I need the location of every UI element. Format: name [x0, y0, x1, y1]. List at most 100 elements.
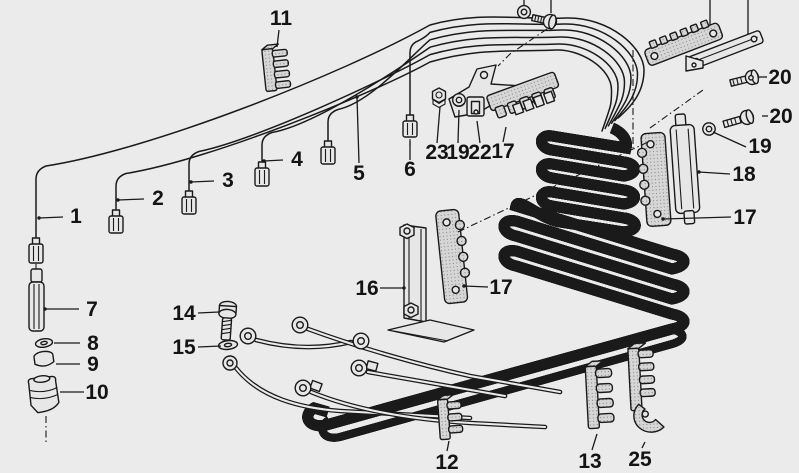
part-label-20[interactable]: 20: [768, 66, 791, 89]
leader-dot: [43, 307, 47, 311]
leader-line-15: [197, 345, 222, 348]
part-9-nut: [33, 350, 55, 367]
part-label-17[interactable]: 17: [733, 206, 756, 229]
pipe-union-nuts: [28, 114, 418, 264]
leader-dot: [355, 95, 359, 99]
union-nut-4: [254, 161, 270, 187]
leader-line-2: [117, 198, 145, 201]
rail-holder-assembly: [431, 64, 560, 119]
holder-18: [669, 113, 701, 225]
leader-line-12: [446, 440, 450, 452]
clamp-22: [466, 96, 485, 117]
part-label-22[interactable]: 22: [468, 141, 491, 164]
part-label-18[interactable]: 18: [732, 163, 756, 186]
right-mid-holder-set: [636, 89, 755, 228]
part-label-14[interactable]: 14: [172, 302, 196, 325]
part-label-5[interactable]: 5: [353, 162, 365, 185]
leader-line-18: [698, 171, 731, 175]
bolt-20b: [722, 109, 755, 129]
pipe-2: [115, 49, 613, 217]
leader-dot: [37, 216, 41, 220]
insulator-strip-top: [644, 19, 724, 66]
pipe-4: [261, 36, 626, 169]
insulator-17c: [435, 208, 471, 305]
part-label-15[interactable]: 15: [172, 336, 196, 359]
part-label-20[interactable]: 20: [769, 105, 792, 128]
pipe-6: [409, 22, 639, 122]
union-nut-3: [181, 190, 197, 215]
part-8-washer: [34, 337, 54, 349]
coil-serpentine: [308, 128, 690, 426]
bolt-20a: [729, 69, 760, 87]
part-label-17[interactable]: 17: [489, 276, 512, 299]
part-label-19[interactable]: 19: [748, 135, 771, 158]
nut-23: [431, 87, 447, 109]
top-fasteners: [497, 0, 558, 67]
leader-line-17: [463, 285, 489, 288]
leader-dot: [116, 198, 120, 202]
leader-line-14: [197, 311, 220, 314]
leader-line-17: [502, 126, 507, 143]
pipe-3: [188, 43, 619, 198]
part-label-1[interactable]: 1: [70, 205, 82, 228]
leader-line-13: [591, 433, 598, 451]
construction-line: [457, 141, 649, 233]
insulator-17b: [636, 131, 672, 228]
washer-19b: [702, 122, 716, 136]
union-nut-1: [28, 237, 44, 264]
leader-dot: [697, 170, 701, 174]
part-label-13[interactable]: 13: [578, 450, 601, 473]
part-label-7[interactable]: 7: [86, 298, 98, 321]
part-label-23[interactable]: 23: [425, 141, 448, 164]
washer-top: [516, 4, 532, 20]
leader-dot: [462, 284, 466, 288]
part-7-holder: [28, 268, 45, 332]
part-label-12[interactable]: 12: [435, 451, 458, 473]
part-label-25[interactable]: 25: [628, 448, 652, 471]
part-label-19[interactable]: 19: [446, 141, 469, 164]
top-right-holder-set: [632, 0, 764, 148]
clamp-25: [627, 342, 665, 433]
part-label-6[interactable]: 6: [404, 158, 416, 181]
part-label-8[interactable]: 8: [87, 332, 99, 355]
rail-metal-combs: [511, 90, 556, 116]
part-label-17[interactable]: 17: [491, 140, 514, 163]
leader-line-19: [457, 109, 460, 144]
leader-dot: [189, 180, 193, 184]
clamp-25-hook: [633, 403, 665, 433]
banjo-fitting: [222, 316, 379, 397]
union-nut-6: [402, 114, 418, 138]
part-label-9[interactable]: 9: [87, 353, 99, 376]
washer-15: [217, 339, 239, 351]
leader-dot: [262, 159, 266, 163]
washer-19a: [452, 92, 467, 107]
pipe-coil-block: [308, 128, 690, 438]
leader-line-25: [641, 441, 646, 449]
part-label-11[interactable]: 11: [270, 7, 293, 30]
leader-line-19: [712, 131, 747, 148]
part-label-16[interactable]: 16: [355, 277, 378, 300]
part-label-10[interactable]: 10: [85, 381, 108, 404]
part-label-2[interactable]: 2: [152, 187, 164, 210]
leader-line-11: [276, 29, 280, 48]
bolt-14: [218, 300, 238, 341]
leader-dot: [402, 286, 406, 290]
coil-exit-lines: [322, 329, 682, 438]
l-bracket-top: [685, 55, 704, 72]
pipe-1: [35, 16, 645, 245]
pipe-5: [327, 29, 632, 148]
part-label-3[interactable]: 3: [222, 169, 234, 192]
leader-line-5: [356, 96, 360, 164]
bolt-top: [531, 13, 558, 30]
leader-line-23: [436, 106, 441, 144]
part-label-4[interactable]: 4: [291, 148, 303, 171]
leader-dot: [661, 217, 665, 221]
clamp-11: [261, 43, 292, 93]
leader-line-4: [263, 159, 284, 162]
injection-pipes-bundle: [35, 16, 645, 245]
part-10-sleeve: [27, 375, 60, 414]
clamp-12: [436, 394, 464, 441]
union-nut-2: [108, 209, 124, 234]
union-nut-5: [320, 140, 336, 165]
